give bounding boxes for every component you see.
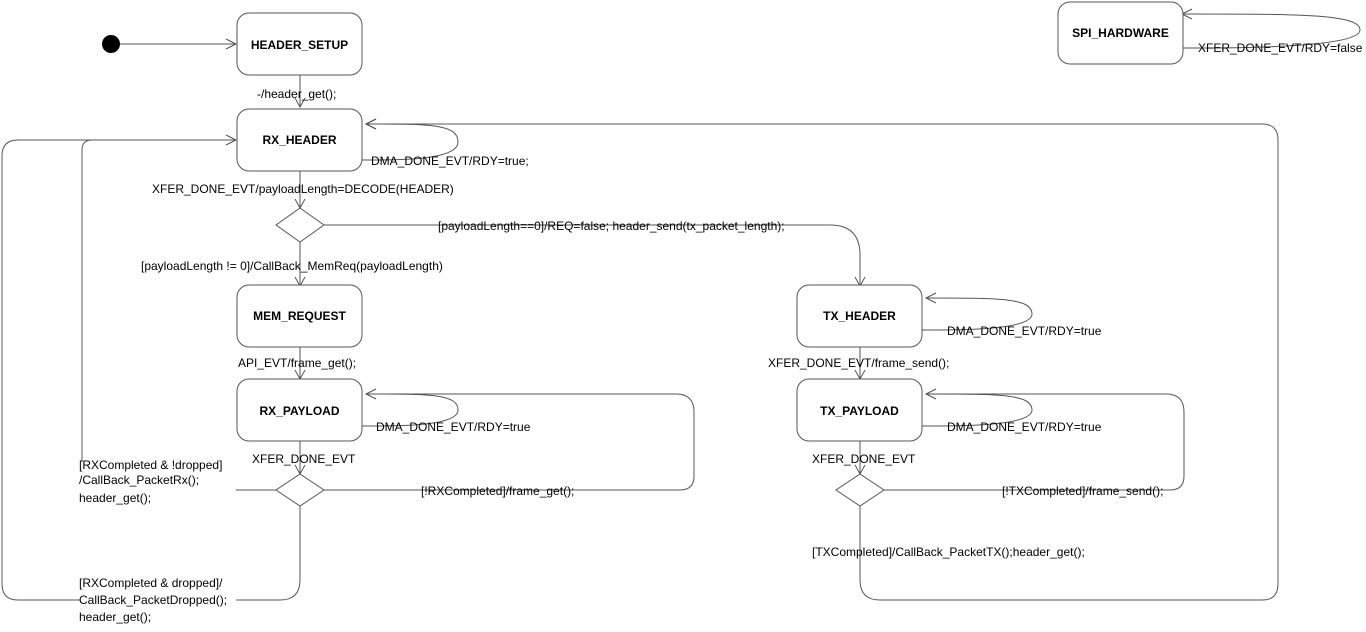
state-spi-hardware: SPI_HARDWARE — [1057, 1, 1184, 65]
state-tx-payload: TX_PAYLOAD — [796, 378, 923, 442]
label-tx-payload-done: XFER_DONE_EVT — [812, 452, 916, 466]
label-tx-payload-self: DMA_DONE_EVT/RDY=true — [947, 420, 1102, 434]
label-payload-zero: [payloadLength==0]/REQ=false; header_sen… — [438, 219, 785, 233]
initial-node — [102, 35, 120, 53]
state-label-tx-header: TX_HEADER — [823, 309, 896, 323]
state-label-header-setup: HEADER_SETUP — [251, 38, 348, 52]
label-tx-header-self: DMA_DONE_EVT/RDY=true — [947, 324, 1102, 338]
label-rx-dropped-line3: header_get(); — [79, 610, 151, 624]
label-tx-header-done: XFER_DONE_EVT/frame_send(); — [768, 356, 949, 370]
label-setup-to-rx: -/header_get(); — [257, 87, 336, 101]
edge-tx-header-self — [922, 292, 1033, 331]
label-rx-completed-line1: [RXCompleted & !dropped] — [79, 458, 222, 472]
label-rx-header-done: XFER_DONE_EVT/payloadLength=DECODE(HEADE… — [152, 182, 454, 196]
label-rx-payload-self: DMA_DONE_EVT/RDY=true — [376, 420, 531, 434]
edge-rx-not-completed — [324, 393, 695, 491]
edge-initial-to-header-setup — [120, 38, 238, 50]
label-rx-header-self: DMA_DONE_EVT/RDY=true; — [371, 154, 529, 168]
label-rx-not-completed: [!RXCompleted]/frame_get(); — [421, 484, 574, 498]
state-tx-header: TX_HEADER — [796, 284, 923, 348]
state-rx-header: RX_HEADER — [236, 108, 363, 172]
label-payload-nonzero: [payloadLength != 0]/CallBack_MemReq(pay… — [141, 259, 443, 273]
label-tx-completed: [TXCompleted]/CallBack_PacketTX();header… — [812, 545, 1085, 559]
state-mem-request: MEM_REQUEST — [236, 284, 363, 348]
label-spi-self: XFER_DONE_EVT/RDY=false — [1198, 41, 1363, 55]
choice-rx-completed — [275, 473, 325, 507]
label-rx-payload-done: XFER_DONE_EVT — [252, 452, 356, 466]
state-label-rx-payload: RX_PAYLOAD — [259, 404, 339, 418]
edge-choice-to-tx-header — [324, 224, 866, 288]
state-label-tx-payload: TX_PAYLOAD — [820, 404, 899, 418]
choice-payload-length — [275, 207, 325, 243]
label-tx-not-completed: [!TXCompleted]/frame_send(); — [1002, 484, 1163, 498]
edge-rx-dropped — [1, 139, 301, 601]
label-rx-dropped-line2: CallBack_PacketDropped(); — [79, 593, 227, 607]
state-label-mem-request: MEM_REQUEST — [253, 309, 346, 323]
state-label-rx-header: RX_HEADER — [262, 133, 336, 147]
edge-setup-to-rx-header — [294, 75, 306, 109]
label-rx-dropped-line1: [RXCompleted & dropped]/ — [79, 576, 223, 590]
label-rx-completed-line2: /CallBack_PacketRx(); — [79, 473, 199, 487]
state-label-spi-hardware: SPI_HARDWARE — [1072, 26, 1169, 40]
state-header-setup: HEADER_SETUP — [236, 12, 363, 76]
label-rx-completed-line3: header_get(); — [79, 491, 151, 505]
edge-tx-not-completed — [884, 393, 1185, 491]
label-mem-to-rx-payload: API_EVT/frame_get(); — [238, 356, 356, 370]
choice-tx-completed — [835, 473, 885, 507]
state-rx-payload: RX_PAYLOAD — [236, 378, 363, 442]
edge-tx-completed — [364, 118, 1279, 601]
